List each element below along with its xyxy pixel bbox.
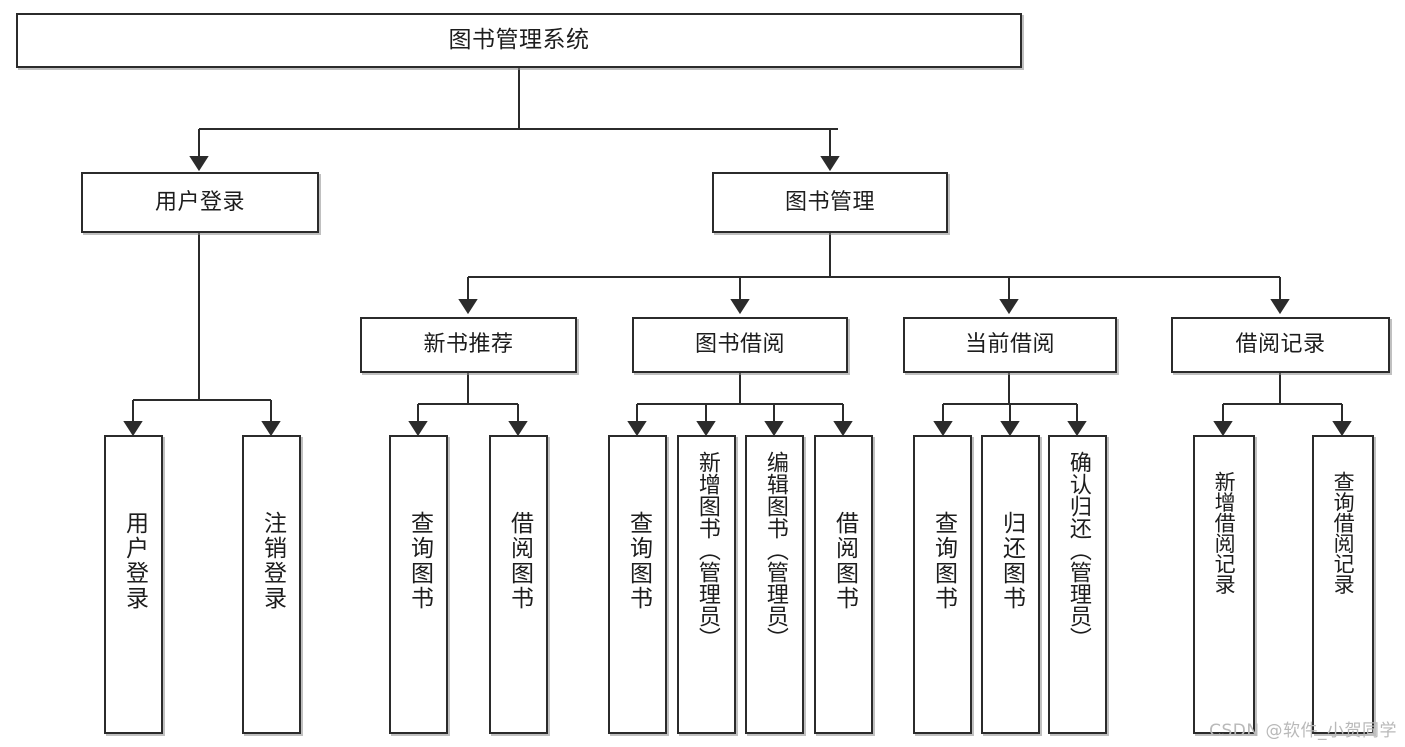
node-book-management[interactable]: 图书管理	[712, 172, 948, 233]
leaf-node-return-book[interactable]: 归还图书	[981, 435, 1040, 734]
csdn-watermark: CSDN @软件_小贺同学	[1209, 721, 1397, 741]
node-label: 查询借阅记录	[1331, 471, 1356, 594]
node-label: 用户登录	[121, 511, 148, 611]
node-label: 借阅记录	[1235, 332, 1326, 358]
node-label: 确认归还（管理员）	[1065, 451, 1091, 649]
node-new-book-recommend[interactable]: 新书推荐	[360, 317, 577, 373]
node-root-book-management-system[interactable]: 图书管理系统	[16, 13, 1022, 68]
leaf-node-query-book-1[interactable]: 查询图书	[389, 435, 448, 734]
node-label: 新增借阅记录	[1212, 471, 1237, 594]
node-label: 新增图书（管理员）	[694, 451, 720, 649]
leaf-node-user-login[interactable]: 用户登录	[104, 435, 163, 734]
node-label: 借阅图书	[831, 511, 858, 611]
node-user-login[interactable]: 用户登录	[81, 172, 319, 233]
leaf-node-logout[interactable]: 注销登录	[242, 435, 301, 734]
leaf-node-query-borrow-record[interactable]: 查询借阅记录	[1312, 435, 1374, 734]
node-label: 查询图书	[930, 511, 957, 611]
node-current-borrow[interactable]: 当前借阅	[903, 317, 1117, 373]
leaf-node-query-book-2[interactable]: 查询图书	[608, 435, 667, 734]
node-label: 借阅图书	[506, 511, 533, 611]
node-borrow-record[interactable]: 借阅记录	[1171, 317, 1390, 373]
leaf-node-add-book[interactable]: 新增图书（管理员）	[677, 435, 736, 734]
node-label: 查询图书	[406, 511, 433, 611]
node-label: 图书管理系统	[448, 26, 590, 53]
node-label: 当前借阅	[964, 332, 1055, 358]
leaf-node-confirm-return[interactable]: 确认归还（管理员）	[1048, 435, 1107, 734]
node-label: 注销登录	[259, 511, 286, 611]
node-label: 编辑图书（管理员）	[762, 451, 788, 649]
leaf-node-borrow-book-2[interactable]: 借阅图书	[814, 435, 873, 734]
node-label: 用户登录	[154, 189, 245, 215]
leaf-node-borrow-book-1[interactable]: 借阅图书	[489, 435, 548, 734]
leaf-node-edit-book[interactable]: 编辑图书（管理员）	[745, 435, 804, 734]
leaf-node-query-book-3[interactable]: 查询图书	[913, 435, 972, 734]
node-label: 新书推荐	[423, 332, 514, 358]
node-label: 归还图书	[998, 511, 1025, 611]
node-book-borrow[interactable]: 图书借阅	[632, 317, 848, 373]
node-label: 图书管理	[784, 189, 875, 215]
node-label: 图书借阅	[694, 332, 785, 358]
leaf-node-add-borrow-record[interactable]: 新增借阅记录	[1193, 435, 1255, 734]
node-label: 查询图书	[625, 511, 652, 611]
